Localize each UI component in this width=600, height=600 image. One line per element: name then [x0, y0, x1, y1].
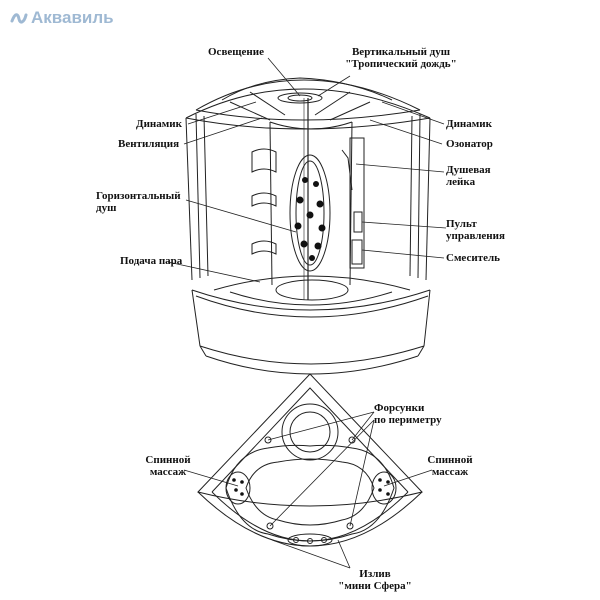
control-panel-box [353, 211, 363, 233]
label-vertical-shower-line2: "Тропический дождь" [345, 58, 457, 70]
shelf-upper [251, 148, 277, 173]
label-back-massage-left: Спинной массаж [138, 454, 198, 478]
label-spout-line1: Излив [359, 568, 391, 580]
label-control-panel-line2: управления [446, 230, 505, 242]
mini-sphere-spout [287, 533, 333, 547]
horizontal-jet-panel [289, 154, 331, 272]
seat [275, 279, 349, 301]
label-steam-supply: Подача пара [120, 255, 183, 267]
label-lighting: Освещение [208, 46, 264, 58]
label-spout: Излив "мини Сфера" [320, 568, 430, 592]
label-speaker-left: Динамик [136, 118, 182, 130]
roof-outer-edge [195, 79, 421, 111]
label-perimeter-jets-line2: по периметру [374, 414, 442, 426]
label-vertical-shower: Вертикальный душ "Тропический дождь" [336, 46, 466, 70]
label-perimeter-jets: Форсунки по периметру [374, 402, 442, 426]
wave-icon [10, 13, 28, 24]
brand-name: Аквавиль [31, 8, 114, 27]
label-back-massage-right: Спинной массаж [420, 454, 480, 478]
label-hand-shower: Душевая лейка [446, 164, 491, 188]
label-perimeter-jets-line1: Форсунки [374, 402, 425, 414]
tray-rim [191, 289, 431, 311]
label-hand-shower-line2: лейка [446, 176, 476, 188]
headrest [281, 403, 339, 461]
label-back-massage-left-line2: массаж [149, 466, 187, 478]
tray-plan-outer [197, 373, 423, 507]
leader-lines [167, 57, 447, 569]
mixer-box [351, 239, 363, 265]
back-massage-left-pad [225, 471, 251, 505]
label-horizontal-shower-line2: душ [96, 202, 117, 214]
label-control-panel-line1: Пульт [446, 218, 477, 230]
label-ozonator: Озонатор [446, 138, 493, 150]
bath-bowl [225, 444, 395, 542]
label-vertical-shower-line1: Вертикальный душ [351, 46, 451, 58]
label-back-massage-right-line1: Спинной [427, 454, 473, 466]
brand-logo: Аквавиль [10, 8, 114, 28]
label-horizontal-shower: Горизонтальный душ [96, 190, 181, 214]
shelf-middle [251, 192, 277, 207]
control-column [349, 137, 365, 269]
label-back-massage-right-line2: массаж [431, 466, 469, 478]
label-mixer: Смеситель [446, 252, 500, 264]
label-back-massage-left-line1: Спинной [145, 454, 191, 466]
label-horizontal-shower-line1: Горизонтальный [96, 190, 181, 202]
label-spout-line2: "мини Сфера" [338, 580, 412, 592]
shelf-lower [251, 240, 277, 255]
tropical-shower-head [277, 92, 323, 104]
label-speaker-right: Динамик [446, 118, 492, 130]
horizontal-jets [294, 177, 326, 261]
label-ventilation: Вентиляция [118, 138, 180, 150]
hand-shower-hose [341, 149, 353, 191]
back-massage-right-pad [371, 471, 397, 505]
label-hand-shower-line1: Душевая [446, 164, 491, 176]
label-control-panel: Пульт управления [446, 218, 505, 242]
